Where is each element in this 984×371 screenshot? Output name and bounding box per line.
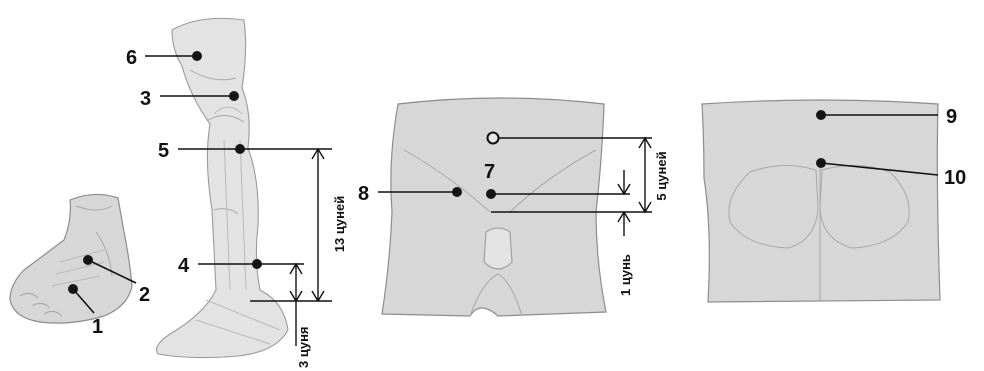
foot-illustration	[10, 194, 132, 323]
point-1-label: 1	[92, 316, 103, 338]
pelvis-5-cun-arrow	[639, 138, 651, 212]
pelvis-1-cun-arrow-bottom	[618, 212, 630, 236]
navel-marker	[488, 133, 499, 144]
point-5-label: 5	[158, 140, 169, 162]
point-10-label: 10	[944, 167, 966, 189]
point-2-label: 2	[139, 284, 150, 306]
point-4-label: 4	[178, 255, 190, 277]
point-6-label: 6	[126, 47, 137, 69]
pelvis-front-illustration	[382, 98, 606, 316]
leg-3-cun-label: 3 цуня	[296, 326, 311, 368]
leg-13-cun-arrow	[312, 149, 324, 301]
leg-illustration	[157, 18, 289, 357]
point-7-label: 7	[484, 161, 495, 183]
pelvis-1-cun-arrow-top	[618, 170, 630, 194]
leg-3-cun-arrow	[290, 264, 302, 301]
point-9-label: 9	[946, 106, 957, 128]
leg-13-cun-label: 13 цуней	[332, 196, 347, 252]
pelvis-5-cun-label: 5 цуней	[654, 151, 669, 200]
point-3-label: 3	[140, 88, 151, 110]
buttocks-back-illustration	[702, 100, 940, 302]
point-8-label: 8	[358, 183, 369, 205]
pelvis-1-cun-label: 1 цунь	[618, 254, 633, 296]
